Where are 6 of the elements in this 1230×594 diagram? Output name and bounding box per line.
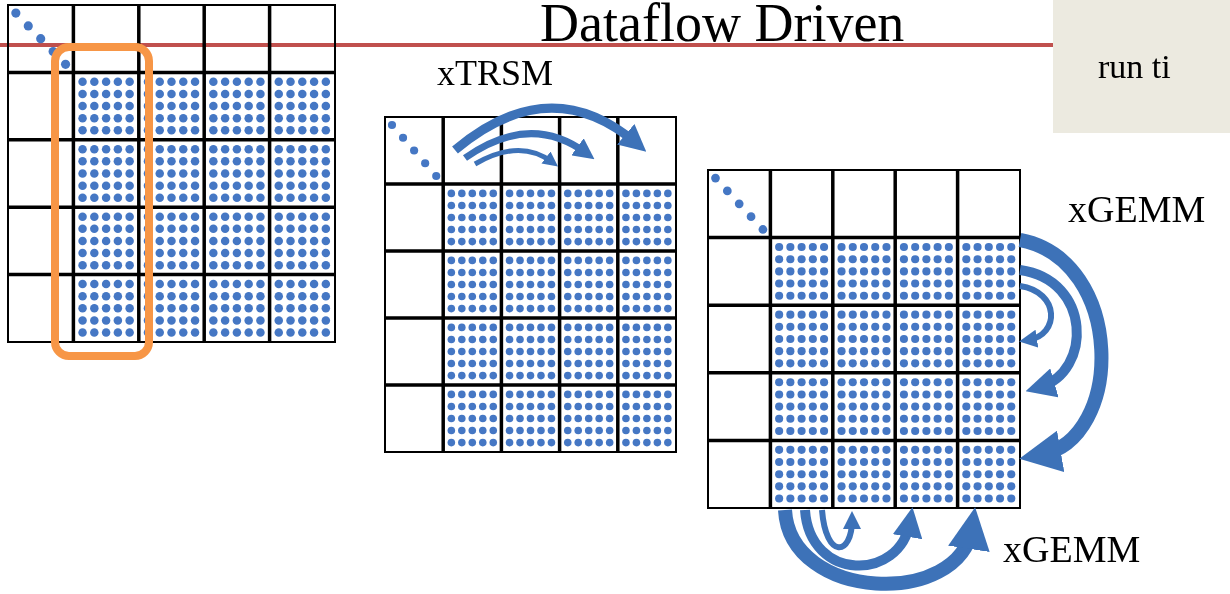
operation-label: xGEMM xyxy=(1068,190,1206,228)
note-text: run ti xyxy=(1098,50,1171,84)
operation-label: xTRSM xyxy=(437,55,554,91)
note-box xyxy=(1053,0,1230,133)
slide-title: Dataflow Driven xyxy=(540,0,905,50)
operation-label: xGEMM xyxy=(1003,530,1141,568)
